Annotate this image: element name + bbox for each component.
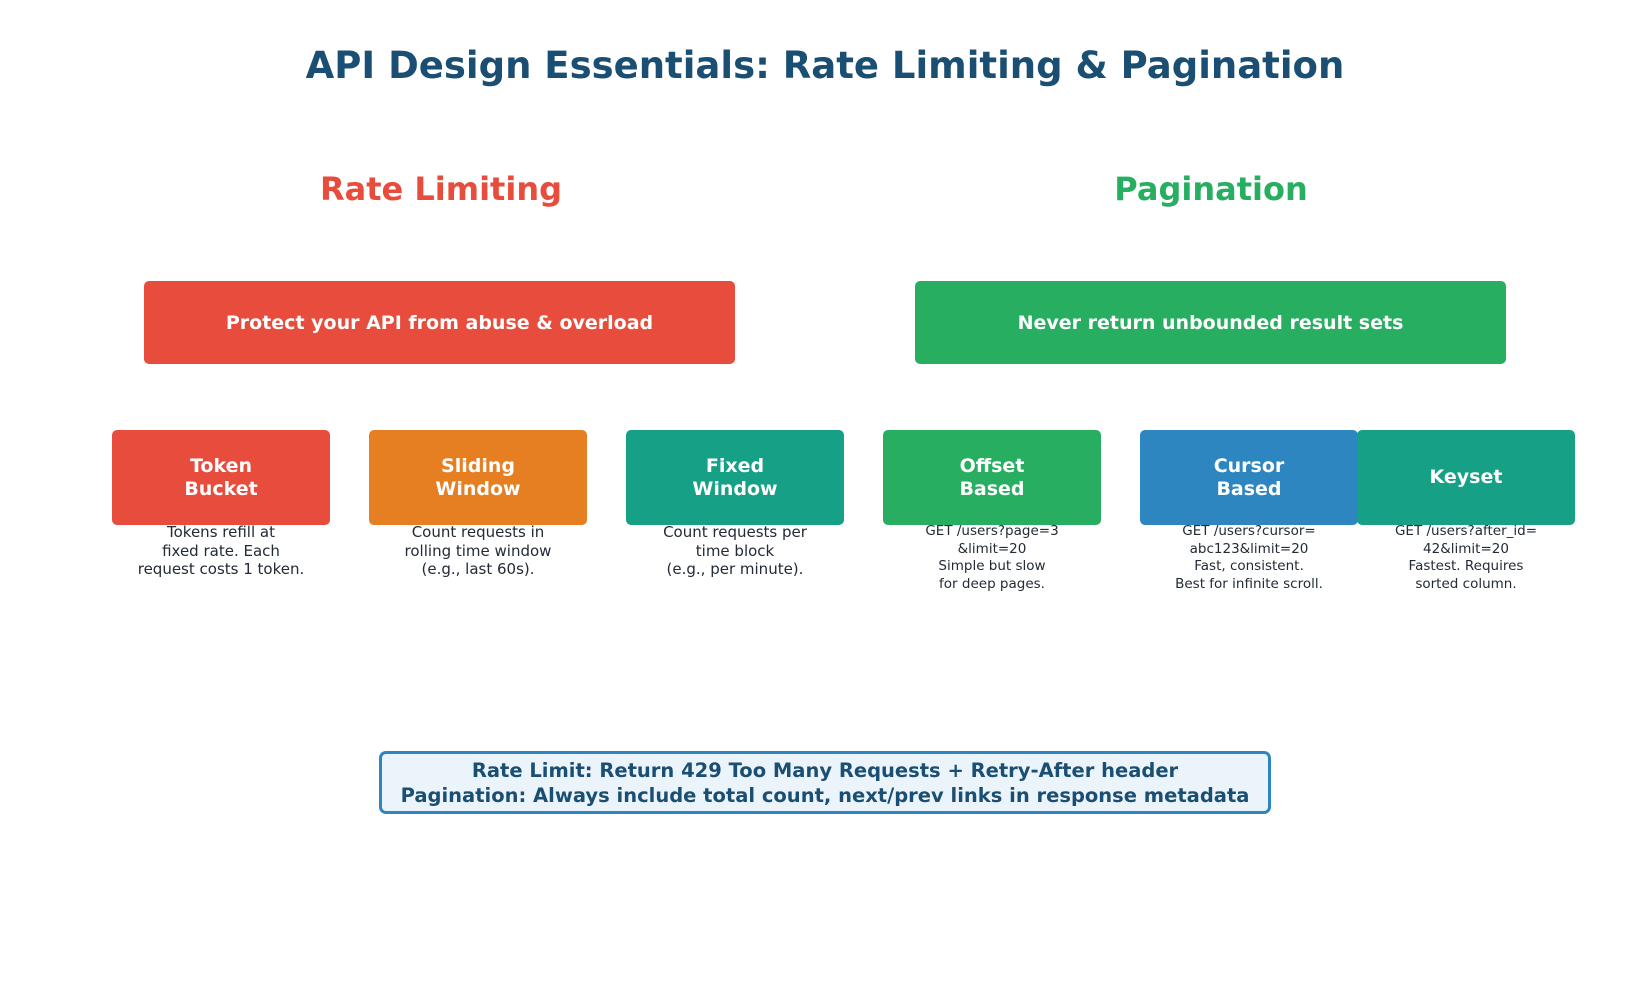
sliding-window-description: Count requests in rolling time window (e…	[404, 523, 552, 578]
cursor-based-description: GET /users?cursor= abc123&limit=20 Fast,…	[1175, 523, 1323, 592]
offset-based-box: Offset Based	[883, 430, 1101, 525]
rate-limit-note: Rate Limit: Return 429 Too Many Requests…	[471, 758, 1179, 782]
cursor-based-box: Cursor Based	[1140, 430, 1358, 525]
keyset-box: Keyset	[1357, 430, 1575, 525]
fixed-window-description: Count requests per time block (e.g., per…	[663, 523, 807, 578]
keyset-description: GET /users?after_id= 42&limit=20 Fastest…	[1394, 523, 1538, 592]
pagination-banner: Never return unbounded result sets	[915, 281, 1506, 364]
offset-based-description: GET /users?page=3 &limit=20 Simple but s…	[925, 523, 1059, 592]
rate-limiting-heading: Rate Limiting	[320, 170, 562, 208]
pagination-banner-text: Never return unbounded result sets	[1017, 311, 1404, 334]
sliding-window-box: Sliding Window	[369, 430, 587, 525]
pagination-note: Pagination: Always include total count, …	[400, 783, 1250, 807]
page-title: API Design Essentials: Rate Limiting & P…	[305, 44, 1345, 87]
fixed-window-box: Fixed Window	[626, 430, 844, 525]
pagination-heading: Pagination	[1114, 170, 1308, 208]
token-bucket-box: Token Bucket	[112, 430, 330, 525]
best-practices-note: Rate Limit: Return 429 Too Many Requests…	[379, 751, 1271, 814]
token-bucket-description: Tokens refill at fixed rate. Each reques…	[137, 523, 305, 578]
rate-limiting-banner: Protect your API from abuse & overload	[144, 281, 735, 364]
rate-limiting-banner-text: Protect your API from abuse & overload	[225, 311, 654, 334]
